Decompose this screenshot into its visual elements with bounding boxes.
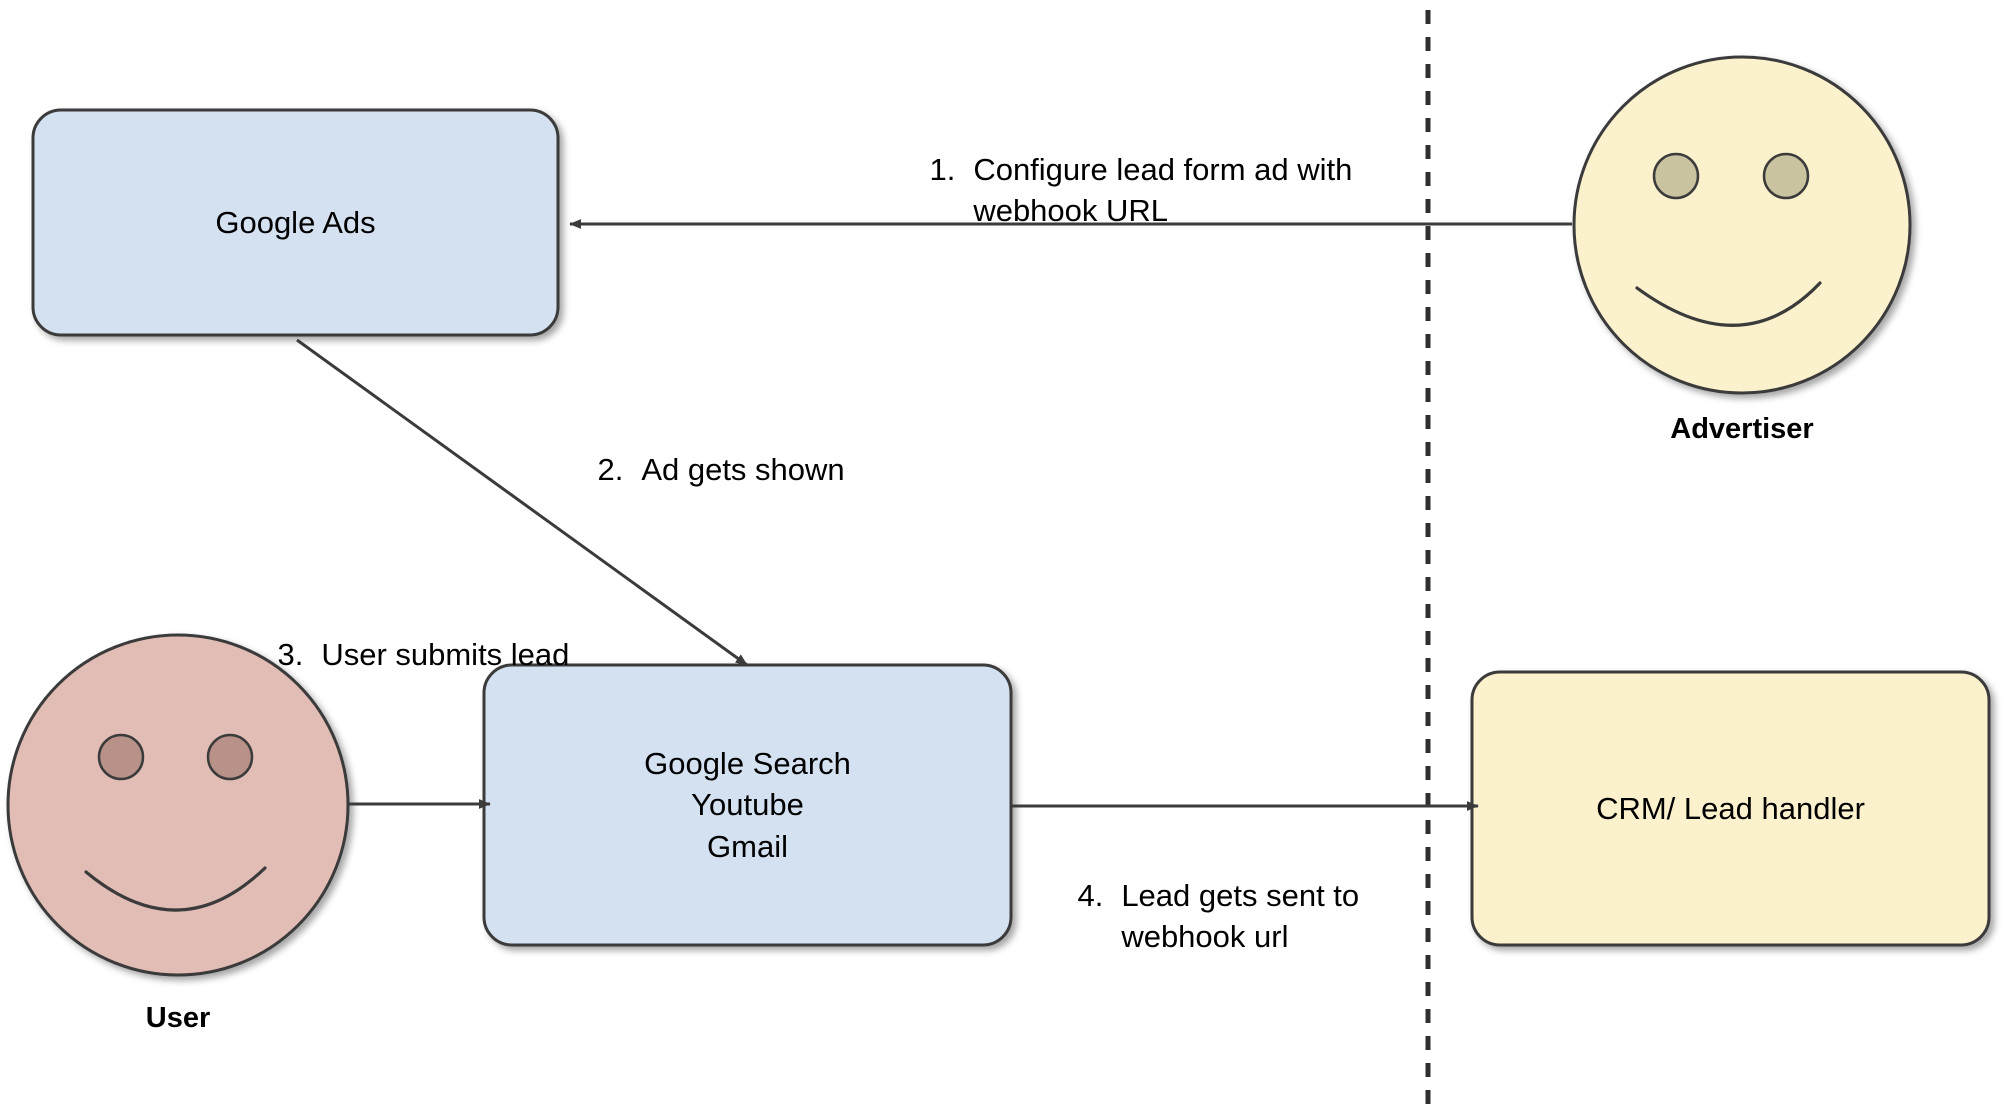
user-left-eye bbox=[97, 733, 145, 781]
advertiser-left-eye bbox=[1652, 152, 1700, 200]
step-2: 2. Ad gets shown bbox=[563, 410, 845, 531]
user-smile bbox=[84, 866, 267, 912]
step-2-number: 2. bbox=[597, 452, 624, 488]
step-3: 3. User submits lead bbox=[243, 595, 569, 716]
advertiser-smile bbox=[1635, 281, 1822, 327]
step-4: 4. Lead gets sent to webhook url bbox=[1043, 836, 1359, 997]
step-4-text: Lead gets sent to webhook url bbox=[1121, 878, 1360, 954]
step-1-number: 1. bbox=[929, 152, 956, 188]
actor-advertiser-face[interactable] bbox=[1572, 55, 1912, 395]
user-right-eye bbox=[206, 733, 254, 781]
node-google-ads-shape[interactable] bbox=[31, 108, 560, 337]
step-4-number: 4. bbox=[1077, 878, 1104, 914]
advertiser-right-eye bbox=[1762, 152, 1810, 200]
step-3-text: User submits lead bbox=[321, 637, 570, 673]
step-3-number: 3. bbox=[277, 637, 304, 673]
node-crm-shape[interactable] bbox=[1470, 670, 1991, 947]
step-1-text: Configure lead form ad with webhook URL bbox=[973, 152, 1353, 228]
step-1: 1. Configure lead form ad with webhook UR… bbox=[895, 110, 1352, 271]
actor-user-face[interactable] bbox=[6, 633, 350, 977]
actor-user-name: User bbox=[145, 1002, 211, 1034]
step-2-text: Ad gets shown bbox=[641, 452, 845, 488]
connector-google-ads-to-surfaces bbox=[296, 338, 748, 667]
actor-advertiser-name: Advertiser bbox=[1670, 413, 1814, 445]
